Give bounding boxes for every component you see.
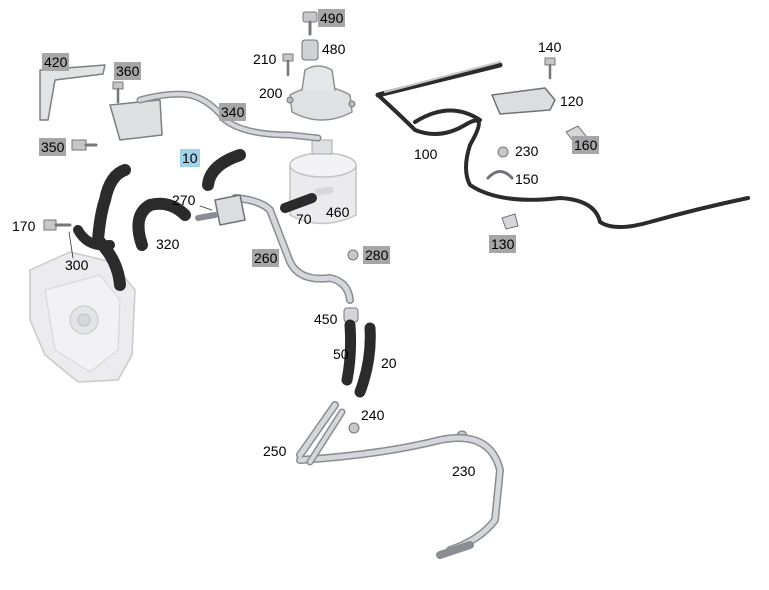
part-label-320: 320	[156, 236, 180, 252]
part-label-210: 210	[253, 51, 277, 67]
hose-50	[341, 319, 357, 386]
part-label-10: 10	[180, 149, 200, 167]
part-label-350: 350	[39, 138, 67, 156]
part-label-170: 170	[12, 218, 36, 234]
pipe-340	[136, 90, 322, 142]
part-label-50: 50	[333, 346, 349, 362]
pipe-250	[296, 401, 504, 559]
hose-70	[280, 186, 334, 213]
screw-280	[347, 249, 359, 261]
pipe-260	[231, 194, 354, 304]
part-label-230-lower: 230	[452, 463, 476, 479]
part-label-160: 160	[572, 136, 600, 154]
hose-10	[202, 149, 246, 191]
part-label-460: 460	[326, 204, 350, 220]
part-label-260: 260	[252, 249, 280, 267]
part-label-250: 250	[263, 443, 287, 459]
part-label-130: 130	[489, 235, 517, 253]
part-label-300: 300	[65, 257, 89, 273]
screw-230-upper	[497, 146, 509, 158]
bracket-360	[109, 99, 163, 141]
filter-bracket	[286, 65, 356, 121]
holder-150	[486, 170, 514, 180]
connector-270	[195, 194, 246, 226]
part-label-340: 340	[219, 103, 247, 121]
part-label-360: 360	[114, 62, 142, 80]
clip-130	[501, 213, 519, 230]
part-label-450: 450	[314, 311, 338, 327]
leader-lines	[68, 205, 213, 259]
screw-210	[282, 53, 294, 77]
part-label-150: 150	[515, 171, 539, 187]
part-label-270: 270	[172, 192, 196, 208]
part-label-280: 280	[363, 246, 391, 264]
hose-300	[73, 164, 131, 291]
part-label-490: 490	[318, 9, 346, 27]
part-label-480: 480	[322, 41, 346, 57]
high-pressure-pump	[29, 251, 136, 383]
screw-490	[302, 11, 318, 36]
line-100	[375, 61, 750, 229]
part-label-140: 140	[538, 39, 562, 55]
part-label-20: 20	[381, 355, 397, 371]
screw-240	[348, 422, 360, 434]
part-label-200: 200	[259, 85, 283, 101]
bolt-170	[43, 219, 72, 231]
part-label-70: 70	[296, 211, 312, 227]
bracket-420	[39, 64, 106, 121]
hose-20	[354, 322, 376, 398]
part-label-420: 420	[42, 53, 70, 71]
sensor-480	[301, 39, 319, 61]
hose-320	[132, 197, 191, 251]
screw-360	[112, 81, 124, 104]
bolt-350	[71, 139, 98, 151]
valve-120	[491, 87, 556, 115]
part-label-230-upper: 230	[515, 143, 539, 159]
screw-140	[544, 57, 556, 80]
part-label-120: 120	[560, 93, 584, 109]
part-label-100: 100	[414, 146, 438, 162]
part-label-240: 240	[361, 407, 385, 423]
